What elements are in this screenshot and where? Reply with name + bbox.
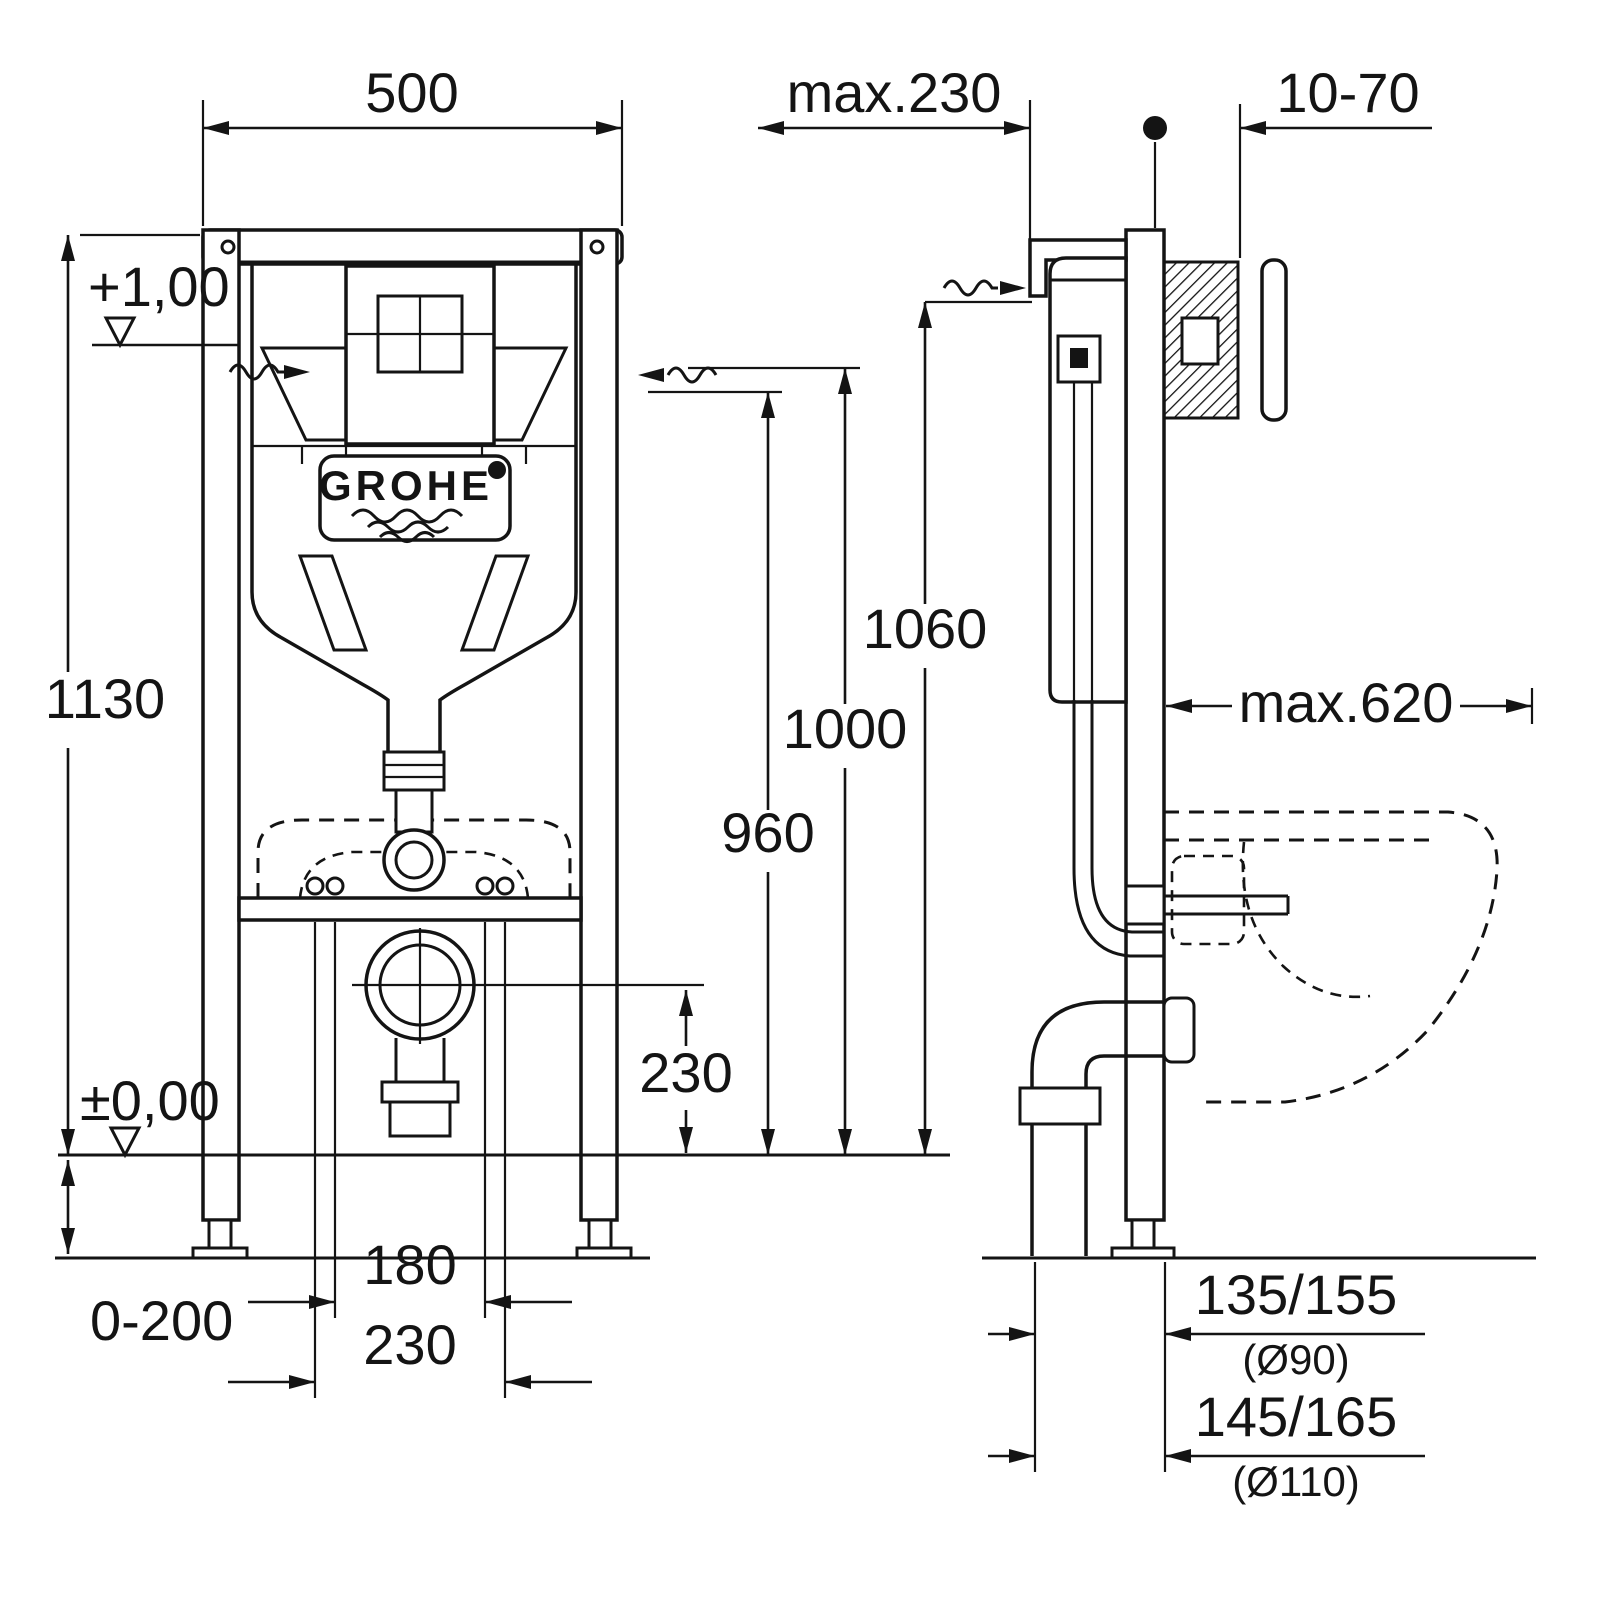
fill-valve-inlet bbox=[1070, 348, 1088, 368]
flush-bend-joint-outer bbox=[382, 828, 446, 892]
break-arrow-left bbox=[228, 363, 310, 381]
side-frame-rail bbox=[1124, 228, 1166, 1222]
flush-pipe-tube bbox=[394, 788, 434, 834]
dim-width-500: 500 bbox=[201, 61, 624, 226]
dim-bolt-180: 180 bbox=[248, 922, 572, 1318]
registered-mark-dot bbox=[488, 461, 506, 479]
pan-outline-front bbox=[256, 818, 572, 898]
level-marker-zero: ±0,00 bbox=[80, 1069, 220, 1159]
level-triangle-icon bbox=[108, 1126, 142, 1159]
level-plus-label: +1,00 bbox=[88, 255, 230, 318]
break-arrow-side bbox=[942, 279, 1026, 297]
dim-drain-height-label: 230 bbox=[639, 1041, 732, 1104]
pan-bolt-hole-230-left bbox=[305, 876, 325, 896]
toilet-bowl-outline bbox=[1164, 810, 1499, 1104]
dim-1000-label: 1000 bbox=[783, 697, 908, 760]
dim-foot-adjust: 0-200 bbox=[61, 1160, 233, 1352]
foot-leg-left bbox=[207, 1218, 233, 1250]
frame-screw-hole-left bbox=[220, 239, 236, 255]
reference-dot bbox=[1143, 116, 1167, 140]
drain-flange bbox=[380, 1080, 460, 1104]
side-view bbox=[1018, 228, 1499, 1260]
flush-actuator-window bbox=[344, 264, 496, 446]
dim-outlet-90: 135/155 (Ø90) bbox=[988, 1262, 1425, 1472]
pan-bolt-hole-180-left bbox=[325, 876, 345, 896]
dim-bolt-230-label: 230 bbox=[363, 1313, 456, 1376]
dim-outlet-110: 145/165 (Ø110) bbox=[988, 1385, 1425, 1505]
foot-leg-right bbox=[587, 1218, 613, 1250]
flush-spud bbox=[1170, 854, 1246, 946]
tank-rib-lower-right bbox=[459, 554, 531, 652]
actuation-plate bbox=[1260, 258, 1288, 422]
frame-top-rail bbox=[201, 228, 624, 266]
flush-elbow-side bbox=[1072, 700, 1164, 958]
dim-total-height-label: 1130 bbox=[45, 667, 165, 730]
pan-fixing-rod bbox=[1124, 884, 1290, 926]
dim-max-depth-label: max.230 bbox=[787, 61, 1002, 124]
grohe-wave-1 bbox=[350, 508, 464, 524]
dim-height-1060: 1060 bbox=[863, 300, 1032, 1155]
dim-960-label: 960 bbox=[721, 801, 814, 864]
cistern-side bbox=[1048, 256, 1128, 704]
pan-bolt-hole-180-right bbox=[475, 876, 495, 896]
dim-bolt-180-label: 180 bbox=[363, 1233, 456, 1296]
dim-height-1000: 1000 bbox=[688, 366, 908, 1155]
level-marker-plus-100: +1,00 bbox=[88, 255, 240, 349]
side-foot-leg bbox=[1130, 1218, 1156, 1250]
grohe-logo-text: GROHE bbox=[319, 462, 493, 509]
dim-bolt-230: 230 bbox=[228, 922, 592, 1398]
dim-wall-10-70: 10-70 bbox=[1143, 61, 1432, 258]
flush-pipe-front bbox=[382, 750, 446, 892]
tank-rib-lower-left bbox=[297, 554, 369, 652]
level-zero-label: ±0,00 bbox=[80, 1069, 220, 1132]
flush-pipe-fitting bbox=[382, 750, 446, 792]
dim-height-1130: 1130 bbox=[45, 233, 200, 1155]
front-view: GROHE bbox=[191, 228, 633, 1260]
dim-outlet-90-diameter: (Ø90) bbox=[1242, 1336, 1349, 1383]
break-arrow-right bbox=[638, 366, 718, 384]
dim-max-side-label: max.620 bbox=[1239, 671, 1454, 734]
flush-bend-joint-inner bbox=[394, 840, 434, 880]
dim-outlet-90-label: 135/155 bbox=[1195, 1263, 1397, 1326]
grohe-logo-plate: GROHE bbox=[318, 454, 512, 543]
fill-valve bbox=[1056, 334, 1102, 384]
drain-collar bbox=[1018, 1086, 1102, 1126]
dim-drain-height-230: 230 bbox=[352, 983, 733, 1153]
dim-max-620: max.620 bbox=[1166, 671, 1534, 734]
dim-max-230: max.230 bbox=[758, 61, 1032, 250]
mounting-crossbar bbox=[237, 876, 583, 922]
dim-1060-label: 1060 bbox=[863, 597, 988, 660]
dim-height-960: 960 bbox=[648, 390, 815, 1155]
dim-wall-thickness-label: 10-70 bbox=[1276, 61, 1419, 124]
outlet-bracket bbox=[1162, 996, 1196, 1064]
dim-outlet-110-label: 145/165 bbox=[1195, 1385, 1397, 1448]
grohe-wave-2 bbox=[366, 520, 450, 534]
drain-stub bbox=[388, 1100, 452, 1138]
dim-foot-adjust-label: 0-200 bbox=[90, 1289, 233, 1352]
drain-elbow-side bbox=[1018, 996, 1196, 1256]
frame-right-rail bbox=[579, 228, 619, 1222]
level-triangle-icon bbox=[103, 316, 137, 349]
dim-width-label: 500 bbox=[365, 61, 458, 124]
dim-outlet-110-diameter: (Ø110) bbox=[1232, 1458, 1360, 1505]
grohe-wave-3 bbox=[378, 531, 436, 543]
frame-screw-hole-right bbox=[589, 239, 605, 255]
flush-push-rod bbox=[1180, 316, 1220, 366]
pan-bolt-hole-230-right bbox=[495, 876, 515, 896]
dimensions: 500 max.230 10-70 1130 bbox=[45, 61, 1534, 1505]
cistern-tank bbox=[239, 260, 581, 752]
